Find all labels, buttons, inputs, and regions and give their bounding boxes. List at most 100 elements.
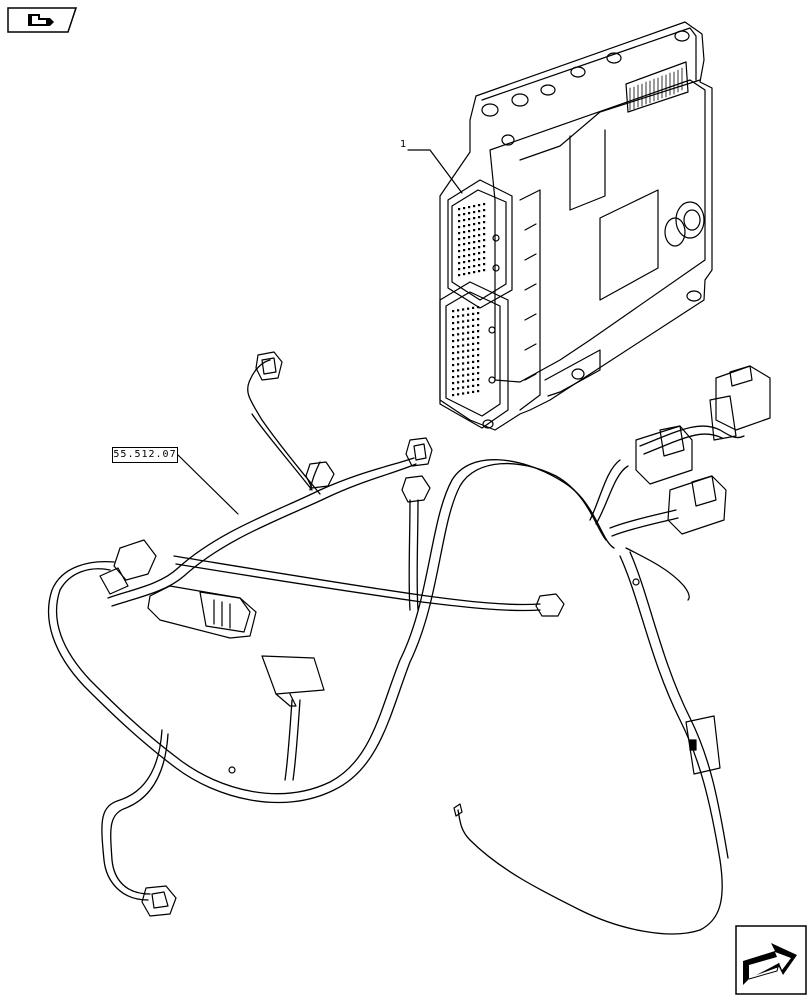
connector-pin [457, 339, 460, 342]
connector-pin [473, 217, 476, 220]
connector-pin [468, 260, 471, 263]
sensor-connector-mid-1 [405, 437, 433, 467]
connector-pin [477, 312, 480, 315]
connector-pin [468, 242, 471, 245]
connector-pin [468, 272, 471, 275]
sensor-connector-mid-3 [305, 461, 335, 489]
next-page-arrow-icon-graphic [735, 925, 807, 995]
connector-pin [462, 332, 465, 335]
connector-pin [472, 312, 475, 315]
connector-pin [458, 262, 461, 265]
connector-pin [457, 369, 460, 372]
connector-pin [483, 239, 486, 242]
connector-pin [458, 256, 461, 259]
connector-pin [468, 224, 471, 227]
wiring-harness [47, 359, 745, 935]
connector-pin [467, 361, 470, 364]
reference-leader [177, 454, 239, 515]
connector-pin [468, 248, 471, 251]
connector-pin [452, 358, 455, 361]
sensor-connector-top-left [255, 351, 283, 381]
connector-pin [472, 354, 475, 357]
connector-pin [452, 346, 455, 349]
connector-pin [462, 374, 465, 377]
connector-pin [472, 306, 475, 309]
connector-pin [462, 308, 465, 311]
inline-plug-connector [147, 585, 257, 639]
connector-pin [458, 274, 461, 277]
next-page-arrow-icon[interactable] [735, 925, 807, 999]
book-nav-icon-graphic [7, 7, 78, 33]
connector-pin [452, 352, 455, 355]
connector-pin [458, 268, 461, 271]
connector-pin [477, 390, 480, 393]
connector-pin [473, 259, 476, 262]
connector-pin [467, 355, 470, 358]
connector-pin [462, 380, 465, 383]
connector-pin [452, 376, 455, 379]
connector-pin [467, 325, 470, 328]
connector-pin [483, 209, 486, 212]
callout-leader-1 [407, 149, 463, 194]
reference-link-box[interactable]: 55.512.07 [112, 447, 178, 463]
connector-pin [452, 334, 455, 337]
connector-pin [478, 252, 481, 255]
connector-pin [472, 372, 475, 375]
connector-pin [452, 394, 455, 397]
connector-pin [478, 258, 481, 261]
connector-pin [483, 215, 486, 218]
connector-pin [467, 391, 470, 394]
connector-pin [467, 331, 470, 334]
connector-pin [483, 227, 486, 230]
connector-pin [477, 318, 480, 321]
connector-pin [478, 246, 481, 249]
connector-pin [483, 221, 486, 224]
callout-label-text: 1 [400, 139, 407, 150]
connector-pin [452, 382, 455, 385]
connector-pin [477, 354, 480, 357]
connector-pin [457, 381, 460, 384]
connector-pin [468, 212, 471, 215]
connector-pin [457, 309, 460, 312]
connector-pin [472, 318, 475, 321]
connector-pin [457, 345, 460, 348]
reference-label: 55.512.07 [113, 449, 177, 460]
connector-pin [473, 229, 476, 232]
connector-pin [467, 349, 470, 352]
connector-pin [463, 243, 466, 246]
right-connector-lower [667, 475, 727, 535]
connector-pin [457, 333, 460, 336]
relay-connector [709, 365, 771, 441]
connector-pin [463, 225, 466, 228]
connector-pin [473, 205, 476, 208]
connector-pin [472, 330, 475, 333]
connector-pin [483, 257, 486, 260]
connector-pin [458, 220, 461, 223]
connector-pin [463, 237, 466, 240]
connector-pin [473, 253, 476, 256]
connector-pin [467, 313, 470, 316]
ecu-connector-pins [452, 203, 486, 397]
cable-end [453, 803, 463, 817]
connector-pin [463, 213, 466, 216]
connector-pin [473, 241, 476, 244]
connector-pin [457, 393, 460, 396]
connector-pin [457, 327, 460, 330]
connector-pin [478, 264, 481, 267]
connector-pin [472, 378, 475, 381]
connector-pin [458, 214, 461, 217]
connector-pin [457, 387, 460, 390]
connector-pin [467, 337, 470, 340]
callout-label-1: 1 [400, 139, 406, 150]
connector-pin [467, 319, 470, 322]
connector-pin [483, 203, 486, 206]
connector-pin [452, 388, 455, 391]
connector-pin [483, 251, 486, 254]
connector-pin [477, 366, 480, 369]
connector-pin [457, 375, 460, 378]
connector-pin [473, 271, 476, 274]
harness-clip-left [99, 539, 157, 595]
connector-pin [468, 218, 471, 221]
sensor-connector-mid-2 [401, 475, 431, 503]
